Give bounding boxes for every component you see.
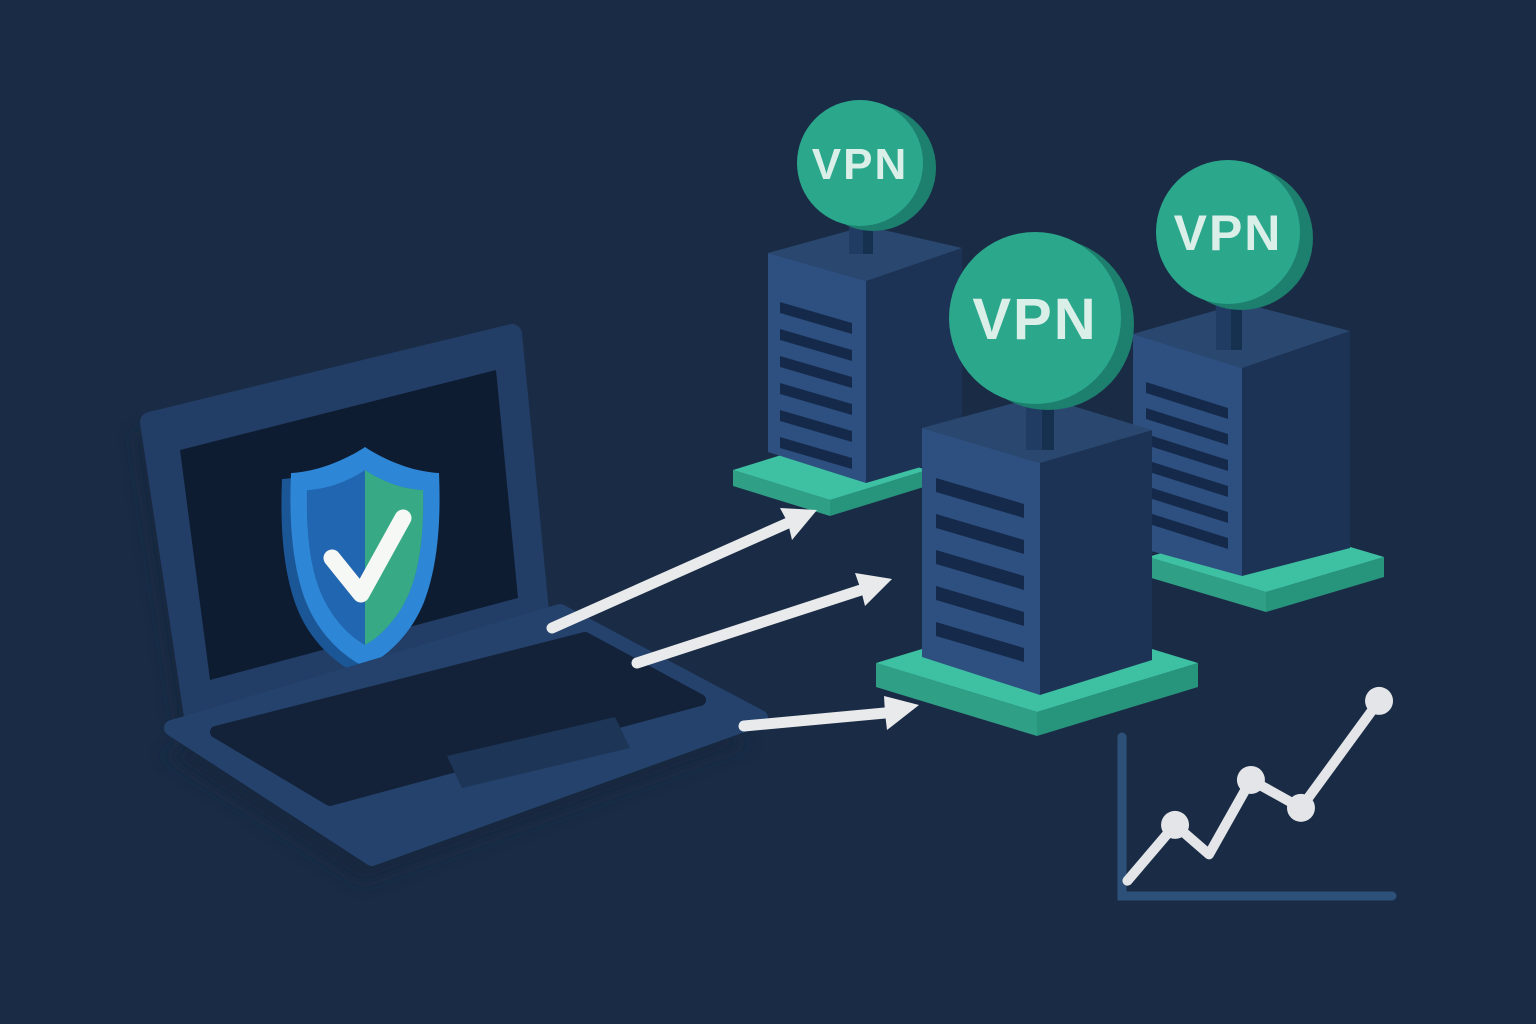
server-vents [936, 478, 1024, 662]
vpn-sign-label: VPN [812, 140, 908, 189]
vpn-sign-label: VPN [1174, 205, 1283, 261]
vpn-sign: VPN [797, 100, 936, 231]
vpn-sign: VPN [1156, 160, 1313, 310]
checkmark-icon [323, 509, 412, 603]
trend-point [1286, 793, 1315, 822]
chart-axes [1117, 732, 1397, 901]
vpn-server-front-middle: VPN [876, 232, 1198, 736]
server-tower [1133, 303, 1350, 576]
growth-chart-line [1122, 686, 1394, 886]
trend-point [1161, 810, 1190, 839]
growth-chart [1117, 686, 1397, 901]
trend-point [1236, 765, 1265, 794]
vpn-sign: VPN [949, 232, 1134, 410]
connection-arrow-1 [546, 508, 817, 634]
connection-arrow-3 [738, 696, 919, 732]
trackpad [447, 717, 630, 788]
shield-checkmark-icon [281, 447, 440, 673]
vpn-sign-label: VPN [972, 287, 1097, 352]
trend-point [1365, 686, 1394, 715]
connection-arrows [546, 508, 919, 732]
keyboard-well [210, 632, 706, 806]
client-laptop [140, 324, 768, 866]
connection-arrow-2 [631, 573, 892, 669]
server-vents [780, 302, 852, 469]
vpn-server-back-left: VPN [733, 100, 962, 516]
server-vents [1146, 382, 1228, 549]
vpn-server-back-right: VPN [1133, 160, 1384, 612]
